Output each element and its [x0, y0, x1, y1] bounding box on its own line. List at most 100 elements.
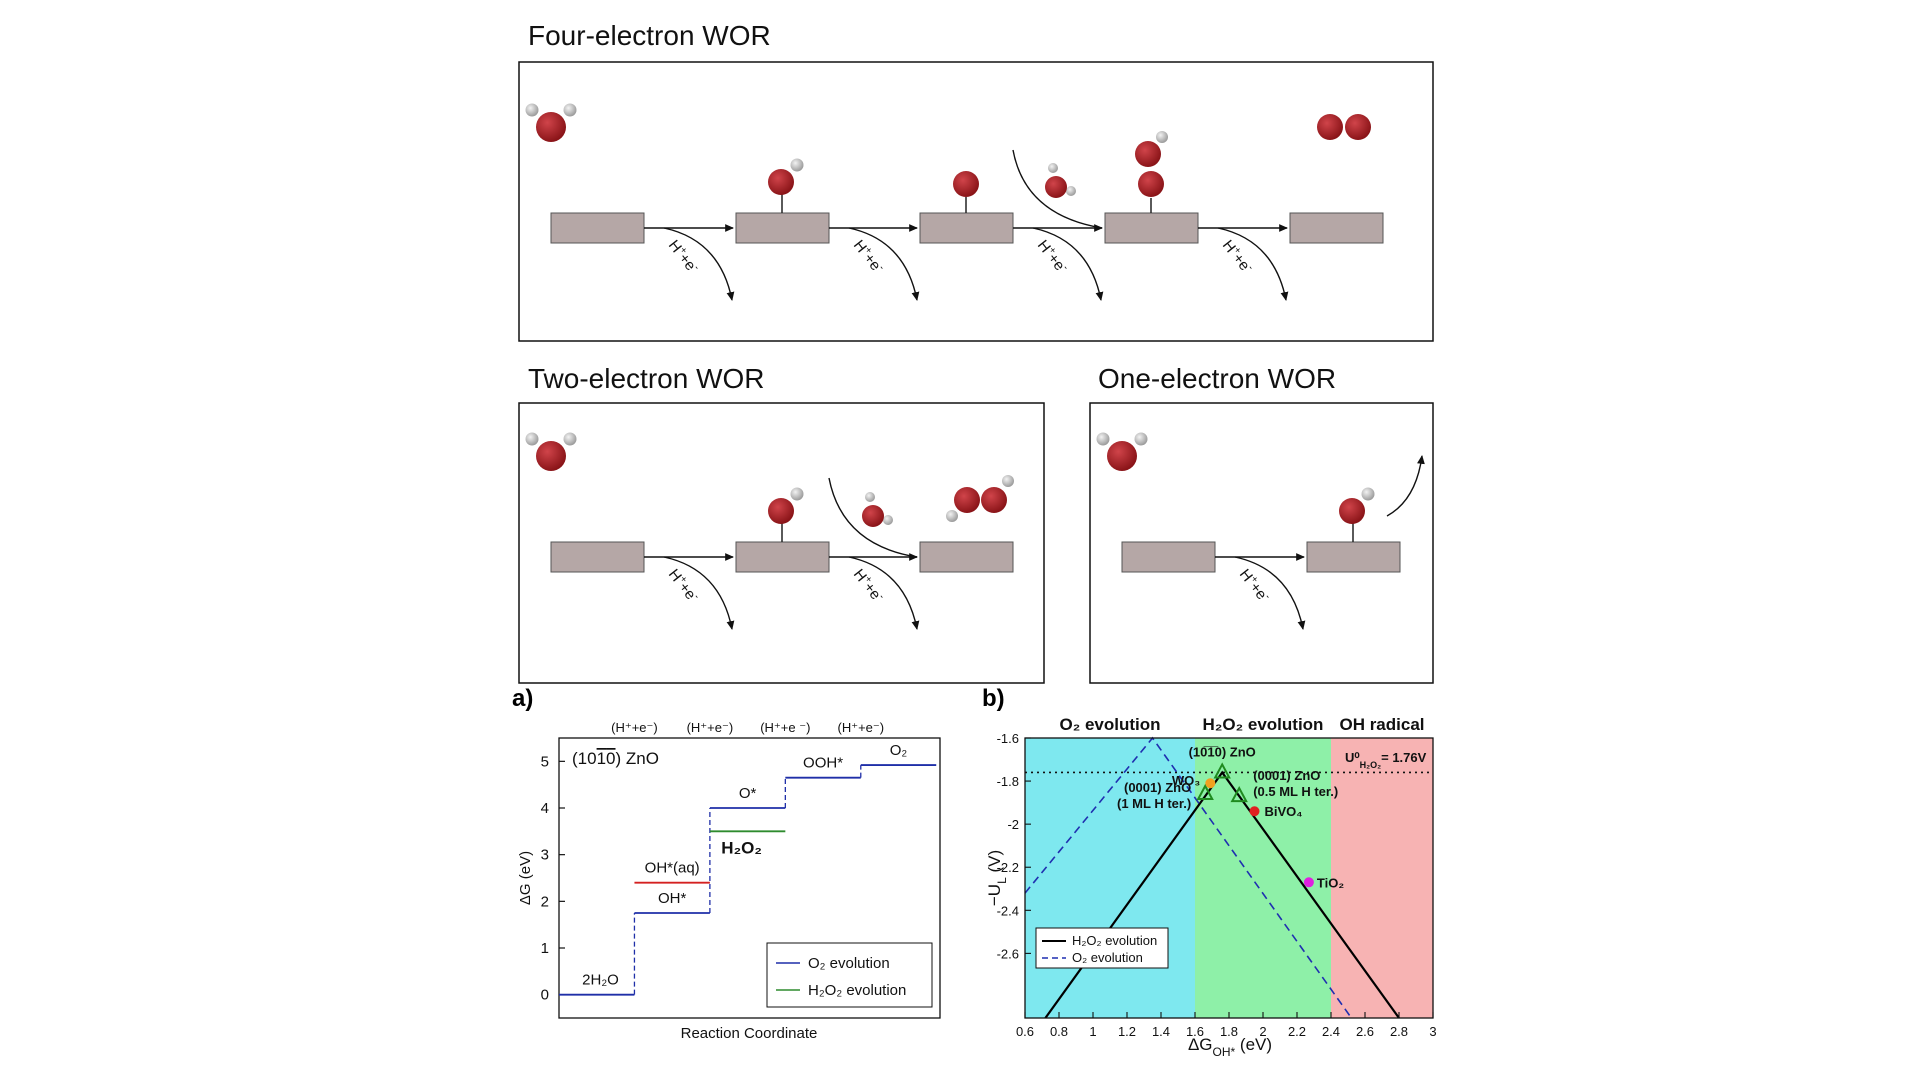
proton-release-arrow	[1217, 227, 1289, 301]
catalyst-surface	[1121, 541, 1216, 573]
region-label: O₂ evolution	[1059, 715, 1160, 734]
panel-label-b: b)	[982, 685, 1005, 712]
proton-release-arrow	[1032, 227, 1104, 301]
y-tick-label: -2.2	[997, 860, 1019, 875]
two-electron-panel: H++e- H++e-	[518, 402, 1045, 684]
x-tick-label: 2.6	[1356, 1024, 1374, 1039]
legend-entry: H₂O₂ evolution	[808, 982, 906, 999]
y-tick-label: 1	[541, 940, 549, 957]
x-tick-label: 2.2	[1288, 1024, 1306, 1039]
level-label: 2H₂O	[582, 972, 619, 989]
level-label: H₂O₂	[721, 838, 762, 857]
hydroxyl-adsorbate	[768, 487, 804, 542]
proton-release-arrow	[663, 227, 735, 301]
hydrogen-peroxide-molecule	[946, 475, 1014, 522]
svg-text:H++e-: H++e-	[665, 236, 702, 276]
svg-text:U⁰H₂O₂= 1.76V: U⁰H₂O₂= 1.76V	[1345, 750, 1427, 770]
oxygen-adsorbate	[953, 171, 979, 213]
level-label: OOH*	[803, 755, 843, 772]
x-tick-label: 2.4	[1322, 1024, 1340, 1039]
step-header: (H⁺+e ⁻)	[760, 720, 810, 735]
catalyst-label: WO₃	[1172, 773, 1200, 788]
y-tick-label: 2	[541, 893, 549, 910]
four-electron-panel: H++e- H++e- H++e- H++e-	[518, 61, 1434, 342]
legend-entry: O₂ evolution	[1072, 950, 1143, 965]
catalyst-surface	[550, 541, 645, 573]
level-label: O*	[739, 785, 757, 802]
svg-text:−UL (V): −UL (V)	[985, 850, 1009, 906]
panel-label-a: a)	[512, 685, 533, 712]
catalyst-marker	[1230, 786, 1248, 803]
step-header: (H⁺+e⁻)	[687, 720, 734, 735]
catalyst-marker	[1213, 762, 1231, 779]
step-label: H++e-	[665, 236, 702, 276]
catalyst-surface	[1306, 541, 1401, 573]
svg-text:(1010) ZnO: (1010) ZnO	[572, 749, 659, 768]
proton-release-arrow	[848, 556, 920, 630]
reference-label: U⁰H₂O₂= 1.76V	[1345, 750, 1427, 770]
one-electron-panel: H++e-	[1089, 402, 1434, 684]
hydroperoxyl-adsorbate	[1135, 131, 1168, 213]
x-tick-label: 1.4	[1152, 1024, 1170, 1039]
x-tick-label: 1.6	[1186, 1024, 1204, 1039]
y-tick-label: 0	[541, 987, 549, 1004]
y-tick-label: -2	[1007, 817, 1019, 832]
x-tick-label: 1	[1089, 1024, 1096, 1039]
legend: H₂O₂ evolution O₂ evolution	[1035, 927, 1169, 969]
y-tick-label: 3	[541, 847, 549, 864]
y-tick-label: -2.4	[997, 903, 1019, 918]
water-molecule	[1096, 432, 1148, 471]
x-tick-label: 0.6	[1016, 1024, 1034, 1039]
catalyst-surface	[919, 212, 1014, 244]
y-tick-label: 5	[541, 753, 549, 770]
water-molecule	[525, 103, 577, 142]
catalyst-marker	[1196, 783, 1214, 800]
catalyst-surface	[1104, 212, 1199, 244]
catalyst-surface	[735, 541, 830, 573]
oxygen-molecule	[1317, 114, 1371, 140]
catalyst-marker	[1205, 778, 1216, 789]
y-tick-label: 4	[541, 800, 549, 817]
two-electron-title: Two-electron WOR	[528, 363, 765, 394]
level-label: O₂	[890, 742, 908, 759]
y-axis-label: −UL (V)	[985, 850, 1009, 906]
water-molecule	[525, 432, 577, 471]
proton-release-arrow	[1234, 556, 1306, 630]
catalyst-label: TiO₂	[1317, 875, 1344, 890]
x-axis-label: Reaction Coordinate	[681, 1025, 818, 1042]
proton-release-arrow	[848, 227, 920, 301]
y-tick-label: -1.6	[997, 731, 1019, 746]
catalyst-surface	[919, 541, 1014, 573]
region-band	[1025, 738, 1195, 1018]
radical-release-arrow	[1386, 455, 1425, 517]
catalyst-surface	[735, 212, 830, 244]
catalyst-surface	[1289, 212, 1384, 244]
four-electron-title: Four-electron WOR	[528, 20, 771, 51]
catalyst-label: (0001) ZnO(0.5 ML H ter.)	[1253, 768, 1338, 799]
catalyst-label: (0001) ZnO(1 ML H ter.)	[1117, 780, 1191, 811]
hydroxyl-adsorbate	[768, 158, 804, 213]
catalyst-surface	[550, 212, 645, 244]
svg-text:ΔGOH* (eV): ΔGOH* (eV)	[1188, 1035, 1272, 1059]
legend-entry: H₂O₂ evolution	[1072, 933, 1157, 948]
x-tick-label: 2.8	[1390, 1024, 1408, 1039]
proton-release-arrow	[663, 556, 735, 630]
water-molecule	[862, 492, 893, 527]
x-tick-label: 0.8	[1050, 1024, 1068, 1039]
water-molecule	[1045, 163, 1076, 198]
catalyst-marker	[1249, 806, 1260, 817]
region-label: H₂O₂ evolution	[1203, 715, 1324, 734]
y-axis-label: ΔG (eV)	[517, 851, 534, 905]
region-band	[1331, 738, 1433, 1018]
x-tick-label: 3	[1429, 1024, 1436, 1039]
x-tick-label: 2	[1259, 1024, 1266, 1039]
water-adsorption-arrow	[1012, 149, 1103, 229]
x-tick-label: 1.2	[1118, 1024, 1136, 1039]
y-tick-label: -2.6	[997, 946, 1019, 961]
catalyst-label: BiVO₄	[1265, 804, 1303, 819]
x-tick-label: 1.8	[1220, 1024, 1238, 1039]
chart-title: (1010) ZnO	[572, 749, 659, 768]
